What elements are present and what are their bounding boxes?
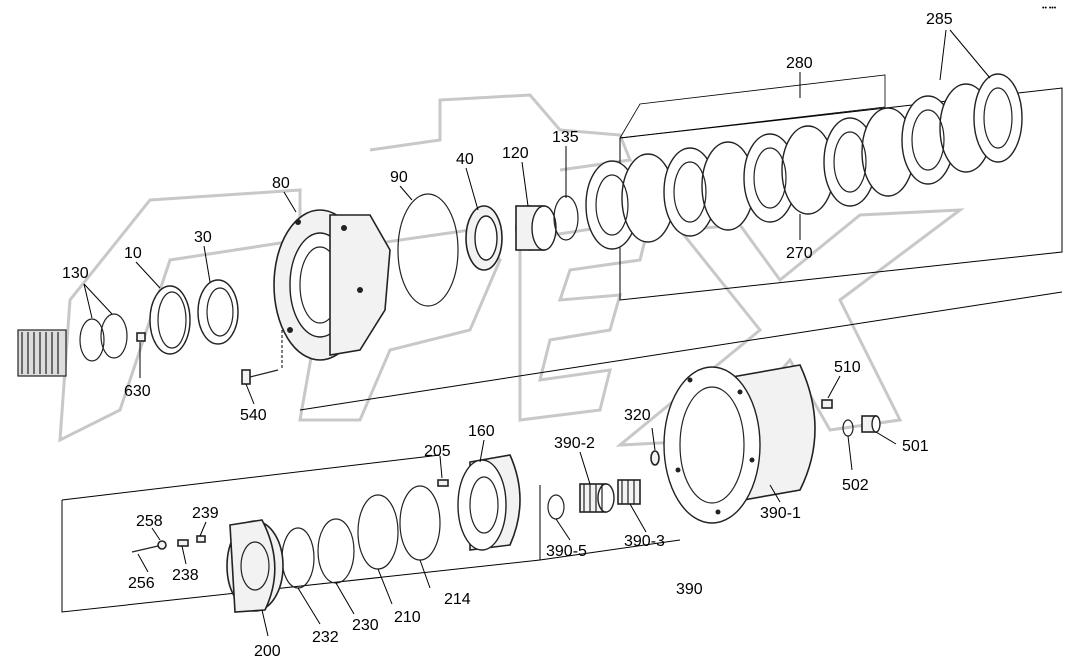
bearing-40-inner — [474, 215, 498, 261]
screw-630 — [136, 332, 146, 342]
corner-mark: •• ••• — [1042, 5, 1057, 12]
shaft-stub — [17, 329, 67, 377]
leader-lines — [83, 29, 991, 637]
hub-120 — [515, 205, 557, 251]
label-160: 160 — [468, 423, 495, 440]
bolt-540 — [241, 369, 279, 385]
part-labels: 285 280 270 135 120 40 90 80 30 10 130 6… — [62, 5, 1057, 660]
pin-205 — [437, 479, 449, 487]
o-ring-232 — [281, 527, 315, 589]
spring-239 — [196, 535, 206, 543]
bolt-256 — [131, 545, 159, 553]
label-232: 232 — [312, 629, 339, 646]
label-390-2: 390-2 — [554, 435, 595, 452]
label-90: 90 — [390, 169, 408, 186]
label-390-3: 390-3 — [624, 533, 665, 550]
label-30: 30 — [194, 229, 212, 246]
label-510: 510 — [834, 359, 861, 376]
piston-160 — [457, 454, 521, 551]
label-501: 501 — [902, 438, 929, 455]
fitting-510 — [821, 399, 833, 409]
drum-390-1 — [663, 364, 816, 524]
o-ring-214 — [399, 485, 441, 561]
bearing-390-3 — [617, 479, 641, 505]
o-ring-230 — [317, 518, 355, 584]
carrier-200 — [226, 519, 284, 613]
label-280: 280 — [786, 55, 813, 72]
washer-258 — [157, 540, 167, 550]
label-230: 230 — [352, 617, 379, 634]
label-239: 239 — [192, 505, 219, 522]
label-390-5: 390-5 — [546, 543, 587, 560]
label-10: 10 — [124, 245, 142, 262]
label-270: 270 — [786, 245, 813, 262]
bearing-390-2 — [579, 483, 615, 513]
clutch-disc-pack — [585, 73, 1023, 250]
label-285: 285 — [926, 11, 953, 28]
label-320: 320 — [624, 407, 651, 424]
label-80: 80 — [272, 175, 290, 192]
label-630: 630 — [124, 383, 151, 400]
o-ring-130a — [79, 318, 105, 362]
label-40: 40 — [456, 151, 474, 168]
o-ring-210 — [357, 494, 399, 570]
label-205: 205 — [424, 443, 451, 460]
seal-ring-30 — [197, 279, 239, 345]
spring-238 — [177, 539, 189, 547]
label-390: 390 — [676, 581, 703, 598]
seal-ring-30-inner — [206, 287, 234, 337]
label-540: 540 — [240, 407, 267, 424]
seal-ring-10-inner — [157, 291, 187, 349]
label-256: 256 — [128, 575, 155, 592]
label-130: 130 — [62, 265, 89, 282]
bottom-assembly-frame — [61, 454, 681, 613]
divider-line — [299, 291, 1063, 411]
housing-80 — [273, 209, 391, 361]
ring-390-5 — [547, 494, 565, 520]
plug-501 — [861, 415, 881, 433]
label-238: 238 — [172, 567, 199, 584]
label-120: 120 — [502, 145, 529, 162]
label-214: 214 — [444, 591, 471, 608]
label-258: 258 — [136, 513, 163, 530]
label-200: 200 — [254, 643, 281, 660]
label-390-1: 390-1 — [760, 505, 801, 522]
label-502: 502 — [842, 477, 869, 494]
seal-ring-10 — [149, 285, 191, 355]
o-ring-130b — [100, 313, 128, 359]
label-210: 210 — [394, 609, 421, 626]
o-ring-90 — [397, 193, 459, 307]
label-135: 135 — [552, 129, 579, 146]
washer-320 — [650, 450, 660, 466]
